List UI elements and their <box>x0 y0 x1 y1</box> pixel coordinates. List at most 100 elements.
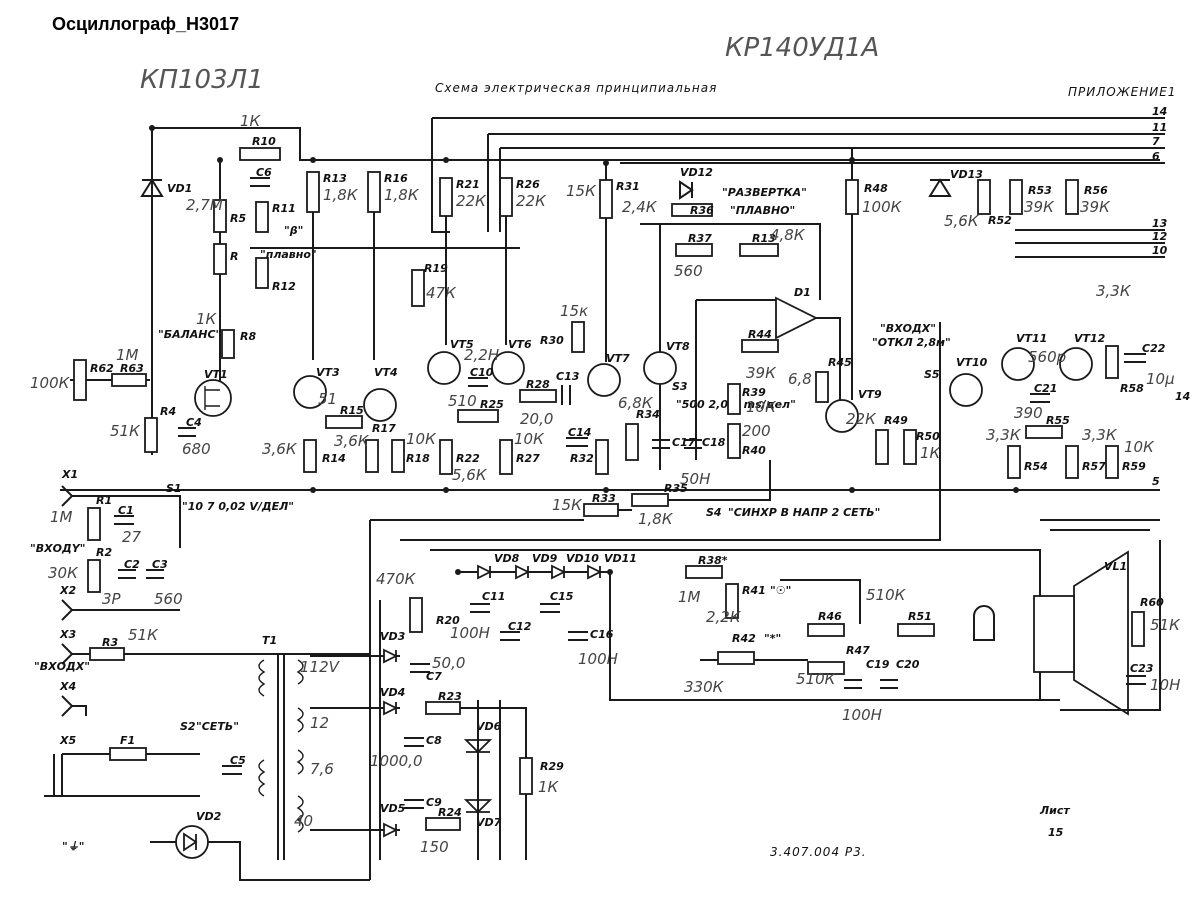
label-r38b: R38* <box>698 554 728 567</box>
value-r15: 51 <box>318 390 337 408</box>
label-c15: C15 <box>550 590 574 603</box>
label-vd13: VD13 <box>950 168 983 181</box>
value-r36: 2,4К <box>622 198 658 216</box>
opamp-d1 <box>775 296 819 340</box>
label-r41: R41 <box>742 584 766 597</box>
transistor-vt6 <box>491 351 525 385</box>
transistor-vt3 <box>293 375 327 409</box>
value-c22: 10μ <box>1146 370 1175 388</box>
label-c9: C9 <box>426 796 442 809</box>
label-x1: X1 <box>61 468 78 481</box>
value-r21: 22К <box>456 192 487 210</box>
fuse-f1 <box>109 747 147 761</box>
resistor-r53 <box>1009 179 1023 215</box>
opamp-wires <box>695 299 841 460</box>
value-r63: 1М <box>116 346 139 364</box>
label-c18: C18 <box>702 436 726 449</box>
value-r24: 150 <box>420 838 449 856</box>
label-vt7: VT7 <box>606 352 630 365</box>
label-c16: C16 <box>590 628 614 641</box>
label-r8: R8 <box>240 330 256 343</box>
label-r54: R54 <box>1024 460 1048 473</box>
label-r16: R16 <box>384 172 408 185</box>
value-r58: 3,3К <box>1096 282 1132 300</box>
resistor-r <box>213 243 227 275</box>
value-r62: 100К <box>30 374 71 392</box>
resistor-r13 <box>306 171 320 213</box>
capacitor-c8 <box>404 737 424 747</box>
value-vd13: 5,6К <box>944 212 980 230</box>
transistor-vt5 <box>427 351 461 385</box>
label-r27: R27 <box>516 452 540 465</box>
bus-label-10: 10 <box>1152 244 1168 257</box>
resistor-r39 <box>727 383 741 415</box>
value-r1: 1М <box>50 508 73 526</box>
wires-vt5-vt6 <box>445 134 507 345</box>
resistor-r49 <box>875 429 889 465</box>
transistor-vt1 <box>194 379 232 417</box>
label-c20: C20 <box>896 658 920 671</box>
diode-vd4 <box>383 700 399 716</box>
resistor-r31 <box>599 179 613 219</box>
resistor-r59 <box>1105 445 1119 479</box>
resistor-r18 <box>391 439 405 473</box>
resistor-r22 <box>439 439 453 475</box>
resistor-r40 <box>727 423 741 459</box>
label-s1-note: "10 7 0,02 V/ДЕЛ" <box>182 500 294 513</box>
resistor-r8 <box>221 329 235 359</box>
value-r29: 1К <box>538 778 560 796</box>
potentiometer-r58 <box>1105 345 1119 379</box>
label-r59: R59 <box>1122 460 1146 473</box>
resistor-r36 <box>671 203 713 217</box>
capacitor-c18 <box>684 439 702 449</box>
label-r14: R14 <box>322 452 346 465</box>
value-r44: 39К <box>746 364 777 382</box>
value-r18: 10К <box>406 430 437 448</box>
label-vd1: VD1 <box>167 182 192 195</box>
sheet-label: Лист <box>1039 804 1070 817</box>
label-r5: R5 <box>230 212 246 225</box>
crt-vl1 <box>1073 550 1129 716</box>
label-vd8: VD8 <box>494 552 520 565</box>
value-r35: 1,8К <box>638 510 674 528</box>
capacitor-c16 <box>568 631 588 641</box>
label-plavno-2: "ПЛАВНО" <box>730 204 795 217</box>
label-r35: R35 <box>664 482 688 495</box>
handwritten-note-top: КР140УД1А <box>725 33 879 63</box>
bus-label-7: 7 <box>1152 135 1160 148</box>
value-r3: 51К <box>128 626 159 644</box>
label-c5: C5 <box>230 754 246 767</box>
label-focus: "☉" <box>770 584 791 597</box>
resistor-r35 <box>631 493 669 507</box>
capacitor-c22 <box>1124 353 1146 363</box>
label-vhody: "ВХОДY" <box>30 542 85 555</box>
label-r32: R32 <box>570 452 594 465</box>
resistor-r57 <box>1065 445 1079 479</box>
value-r57: 3,3К <box>1082 426 1118 444</box>
label-vt4: VT4 <box>374 366 398 379</box>
label-f1: F1 <box>120 734 135 747</box>
resistor-r34 <box>625 423 639 461</box>
label-vt1: VT1 <box>204 368 228 381</box>
value-c16: 100Н <box>578 650 618 668</box>
transistor-vt10 <box>949 373 983 407</box>
resistor-r27 <box>499 439 513 475</box>
label-c4: C4 <box>186 416 202 429</box>
value-c9: 1000,0 <box>370 752 423 770</box>
ps-wires <box>310 600 400 860</box>
resistor-r4 <box>144 417 158 453</box>
label-vt12: VT12 <box>1074 332 1106 345</box>
resistor-r32 <box>595 439 609 475</box>
label-vd6: VD6 <box>476 720 502 733</box>
label-vl1: VL1 <box>1104 560 1127 573</box>
diode-vd3 <box>383 648 399 664</box>
resistor-r45 <box>815 371 829 403</box>
label-vd3: VD3 <box>380 630 406 643</box>
top-supply-rail <box>152 127 1160 161</box>
label-r25: R25 <box>480 398 504 411</box>
capacitor-c10 <box>468 377 488 387</box>
label-r26: R26 <box>516 178 540 191</box>
transistor-vt12 <box>1059 347 1093 381</box>
value-r45: 6,8 <box>788 370 812 388</box>
